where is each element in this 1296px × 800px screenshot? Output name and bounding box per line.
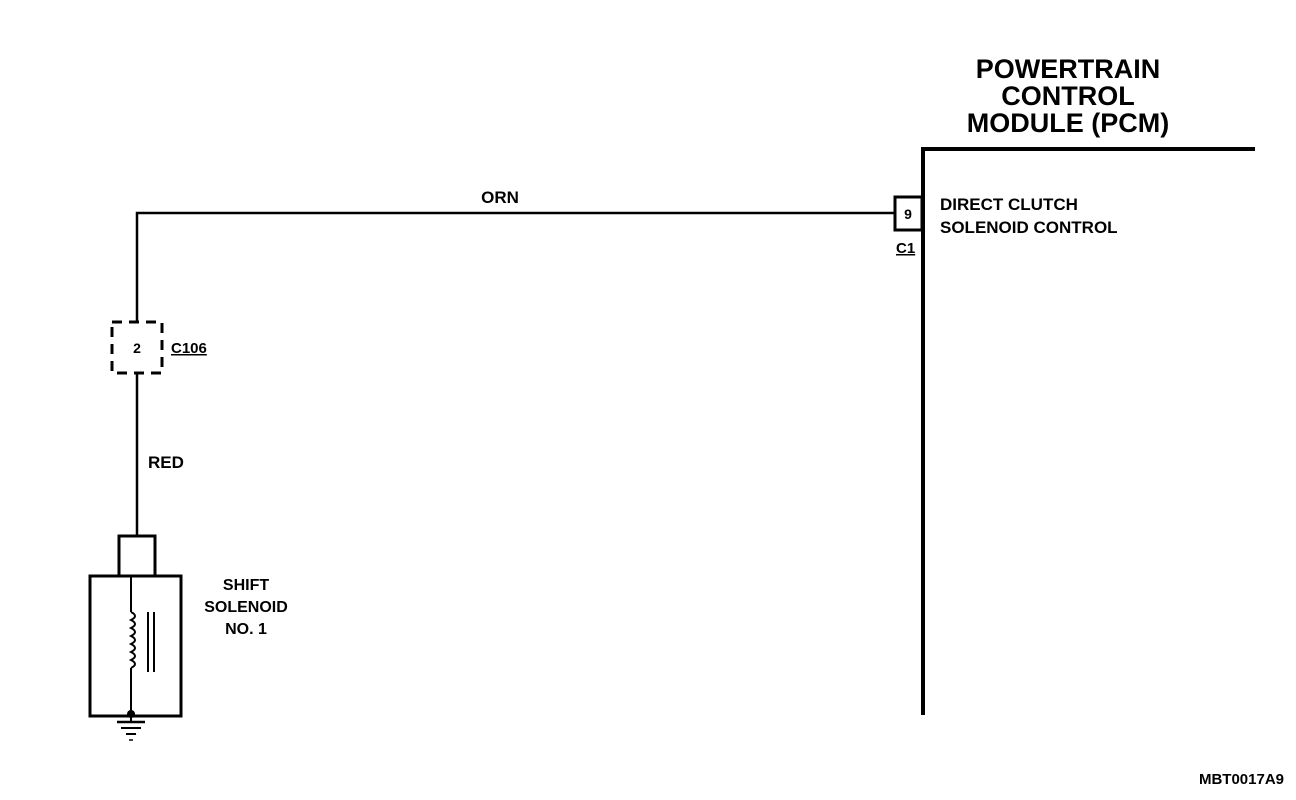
- solenoid-label-line-3: NO. 1: [225, 621, 267, 638]
- pcm-title-line-2: CONTROL: [1001, 81, 1134, 111]
- pcm-title-line-1: POWERTRAIN: [976, 54, 1161, 84]
- inline-connector-pin: 2: [133, 340, 141, 356]
- pcm-pin-number: 9: [904, 206, 912, 222]
- pcm-module-outline: [921, 147, 1255, 715]
- solenoid-label-line-2: SOLENOID: [204, 599, 288, 616]
- pcm-connector-label: C1: [896, 240, 915, 257]
- pcm-title-line-3: MODULE (PCM): [967, 108, 1169, 138]
- inline-connector-box: [110, 320, 164, 375]
- shift-solenoid-symbol: [88, 534, 183, 718]
- red-wire-label: RED: [148, 453, 184, 472]
- solenoid-label-line-1: SHIFT: [223, 577, 269, 594]
- document-id: MBT0017A9: [1199, 771, 1284, 788]
- pcm-function-line-1: DIRECT CLUTCH: [940, 195, 1078, 214]
- inline-connector-label: C106: [171, 340, 207, 357]
- orn-wire: [135, 211, 895, 322]
- pcm-function-line-2: SOLENOID CONTROL: [940, 218, 1118, 237]
- ground-icon: [117, 714, 145, 741]
- orn-wire-label: ORN: [481, 188, 519, 207]
